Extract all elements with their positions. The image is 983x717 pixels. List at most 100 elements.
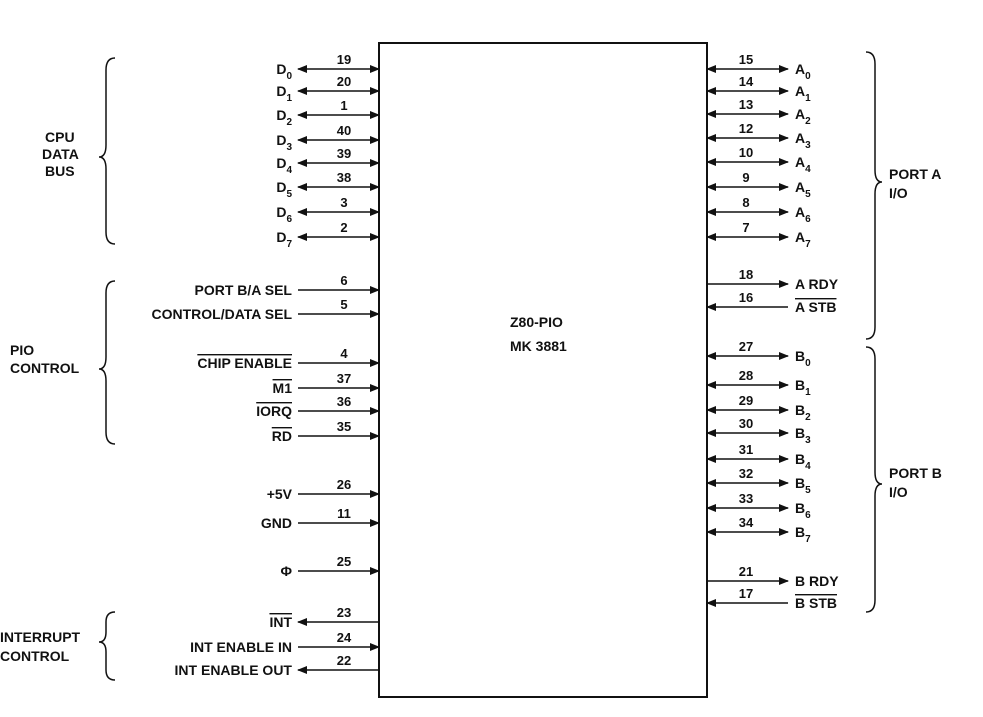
pin-plus5v-label: +5V xyxy=(267,486,293,502)
pin-phi: 25Φ xyxy=(281,554,380,579)
pin-int-number: 23 xyxy=(337,605,351,620)
pin-d0-label: D0 xyxy=(276,61,292,82)
pin-b0-number: 27 xyxy=(739,339,753,354)
pin-d5-number: 38 xyxy=(337,170,351,185)
pin-b2-label: B2 xyxy=(795,402,811,423)
pin-b7-label: B7 xyxy=(795,524,811,545)
pin-b-rdy-number: 21 xyxy=(739,564,753,579)
port-b-brace xyxy=(865,346,883,613)
pin-plus5v: 26 +5V xyxy=(267,477,380,502)
pin-d2: 1D2 xyxy=(276,98,380,128)
pin-a-rdy-label: A RDY xyxy=(795,276,839,292)
pin-int-enable-in-number: 24 xyxy=(337,630,352,645)
pin-a7: 7A7 xyxy=(706,220,811,250)
pin-d7-number: 2 xyxy=(340,220,347,235)
pin-b5-number: 32 xyxy=(739,466,753,481)
pin-d1-label: D1 xyxy=(276,83,292,104)
pin-d7-label: D7 xyxy=(276,229,292,250)
chip-body xyxy=(378,42,708,698)
pin-d7: 2D7 xyxy=(276,220,380,250)
pin-a5: 9A5 xyxy=(706,170,811,200)
pin-a6: 8A6 xyxy=(706,195,811,225)
pin-d3-label: D3 xyxy=(276,132,292,153)
pin-rd-label: RD xyxy=(272,428,292,444)
pin-b1-number: 28 xyxy=(739,368,753,383)
pin-a5-number: 9 xyxy=(742,170,749,185)
pio-control-label: PIO CONTROL xyxy=(10,342,80,376)
pin-port-b-a-sel-number: 6 xyxy=(340,273,347,288)
pin-chip-enable-label: CHIP ENABLE xyxy=(197,355,292,371)
pin-b-rdy-label: B RDY xyxy=(795,573,839,589)
pin-rd-number: 35 xyxy=(337,419,351,434)
pin-gnd-label: GND xyxy=(261,515,292,531)
pin-a-stb-label: A STB xyxy=(795,299,836,315)
pin-b2-number: 29 xyxy=(739,393,753,408)
pin-plus5v-number: 26 xyxy=(337,477,351,492)
chip-part-number: MK 3881 xyxy=(510,338,567,354)
pin-chip-enable-number: 4 xyxy=(340,346,348,361)
interrupt-control-label: INTERRUPT CONTROL xyxy=(0,629,84,664)
pin-b6-number: 33 xyxy=(739,491,753,506)
pin-b7-number: 34 xyxy=(739,515,754,530)
port-a-brace xyxy=(865,51,883,340)
interrupt-control-brace xyxy=(98,611,116,681)
pin-d3-number: 40 xyxy=(337,123,351,138)
pin-int-enable-out-number: 22 xyxy=(337,653,351,668)
pin-a6-label: A6 xyxy=(795,204,811,225)
pin-gnd-number: 11 xyxy=(337,506,351,521)
pin-int-enable-out-label: INT ENABLE OUT xyxy=(175,662,293,678)
pin-int-label: INT xyxy=(269,614,292,630)
pin-a2-number: 13 xyxy=(739,97,753,112)
pin-a4-label: A4 xyxy=(795,154,811,175)
pin-d0-number: 19 xyxy=(337,52,351,67)
pin-a3-number: 12 xyxy=(739,121,753,136)
pin-control-data-sel-label: CONTROL/DATA SEL xyxy=(151,306,292,322)
pin-a4-number: 10 xyxy=(739,145,753,160)
pin-b6-label: B6 xyxy=(795,500,811,521)
pin-control-data-sel-number: 5 xyxy=(340,297,347,312)
pin-int-enable-in-label: INT ENABLE IN xyxy=(190,639,292,655)
pio-control-brace xyxy=(98,280,116,445)
pin-b-rdy: 21 B RDY xyxy=(707,564,839,589)
chip-name: Z80-PIO xyxy=(510,314,563,330)
pin-b-stb-label: B STB xyxy=(795,595,837,611)
pin-a1-label: A1 xyxy=(795,83,811,104)
pin-a-stb: 16A STB xyxy=(706,290,836,315)
pin-b3-label: B3 xyxy=(795,425,811,446)
port-b-label: PORT B I/O xyxy=(889,465,946,500)
pin-b4-number: 31 xyxy=(739,442,753,457)
cpu-data-bus-label: CPU DATA BUS xyxy=(42,129,82,179)
pin-m1-number: 37 xyxy=(337,371,351,386)
pin-a7-number: 7 xyxy=(742,220,749,235)
pin-a0-number: 15 xyxy=(739,52,753,67)
pin-d2-number: 1 xyxy=(340,98,347,113)
pin-b4-label: B4 xyxy=(795,451,811,472)
pin-a6-number: 8 xyxy=(742,195,749,210)
pin-phi-number: 25 xyxy=(337,554,351,569)
pin-b5-label: B5 xyxy=(795,475,811,496)
